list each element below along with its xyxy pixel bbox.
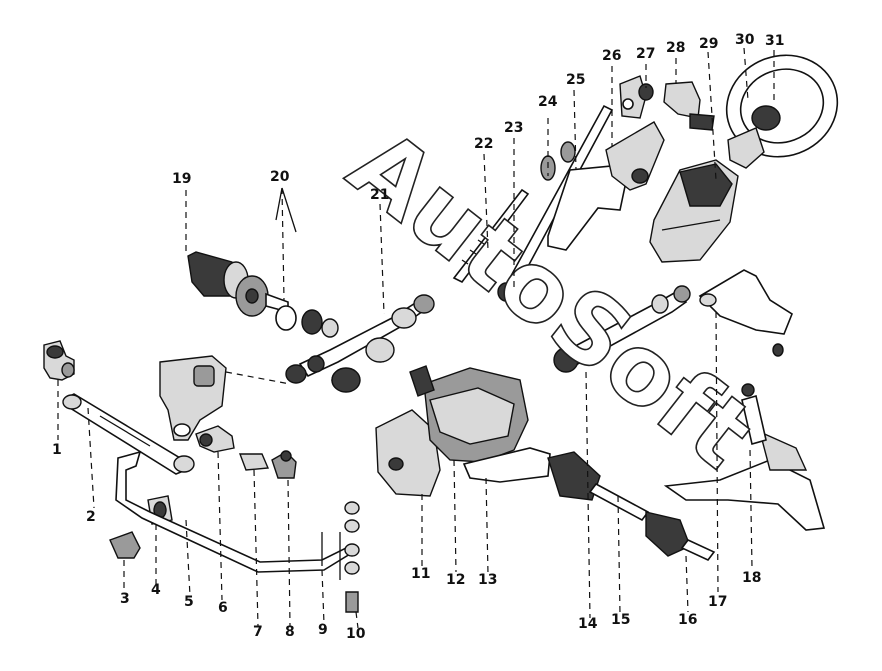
label-13: 13	[478, 572, 497, 588]
part-steering-gear	[159, 355, 291, 441]
part-22-steering-shaft	[452, 188, 530, 284]
part-25-column-bracket	[547, 121, 665, 251]
label-25: 25	[566, 72, 585, 88]
label-22: 22	[474, 136, 493, 152]
label-16: 16	[678, 612, 697, 628]
part-26-27-brackets	[619, 75, 654, 119]
part-18-lower-arm	[663, 383, 826, 531]
parts	[43, 54, 839, 613]
part-23-column-shaft	[497, 104, 614, 302]
leader-lines	[57, 47, 775, 629]
part-3-bushing	[109, 531, 141, 559]
part-9-10-link-bushings	[321, 501, 360, 613]
label-8: 8	[285, 624, 295, 640]
part-17-upper-arm	[698, 269, 793, 357]
part-14-drive-shaft	[553, 285, 691, 373]
label-18: 18	[742, 570, 761, 586]
part-19-cv-boot	[187, 251, 289, 317]
part-1-tie-rod-end	[43, 340, 75, 381]
label-15: 15	[611, 612, 630, 628]
label-30: 30	[735, 32, 755, 48]
label-4: 4	[151, 582, 161, 598]
part-28-switch-bracket	[663, 81, 715, 131]
label-17: 17	[708, 594, 727, 610]
label-20: 20	[270, 169, 290, 185]
label-1: 1	[52, 442, 62, 458]
label-24: 24	[538, 94, 558, 110]
part-labels: 1 2 3 4 5 6 7 8 9 10 11 12 13 14 15 16 1…	[52, 32, 784, 642]
part-20-rings	[275, 305, 339, 338]
part-7-sleeve	[238, 453, 270, 471]
part-rubber-boots	[331, 337, 395, 393]
part-11-diff-cover	[375, 409, 441, 497]
label-21: 21	[370, 187, 389, 203]
label-23: 23	[504, 120, 523, 136]
part-8-tie-rod-end	[271, 450, 297, 479]
label-29: 29	[699, 36, 718, 52]
part-29-column-cover	[649, 159, 739, 263]
label-11: 11	[411, 566, 430, 582]
label-7: 7	[253, 624, 263, 640]
part-6-ball-joint	[195, 425, 235, 453]
label-3: 3	[120, 591, 130, 607]
label-10: 10	[346, 626, 366, 642]
part-30-31-steering-wheel	[725, 54, 839, 169]
part-12-13-diff-housing	[409, 365, 551, 483]
label-12: 12	[446, 572, 465, 588]
label-19: 19	[172, 171, 191, 187]
label-27: 27	[636, 46, 655, 62]
label-6: 6	[218, 600, 228, 616]
label-2: 2	[86, 509, 96, 525]
label-26: 26	[602, 48, 621, 64]
label-9: 9	[318, 622, 328, 638]
part-2-tie-rod	[62, 393, 195, 475]
label-14: 14	[578, 616, 598, 632]
label-5: 5	[184, 594, 194, 610]
part-5-stabilizer-bar	[115, 450, 352, 573]
label-31: 31	[765, 33, 784, 49]
label-28: 28	[666, 40, 685, 56]
